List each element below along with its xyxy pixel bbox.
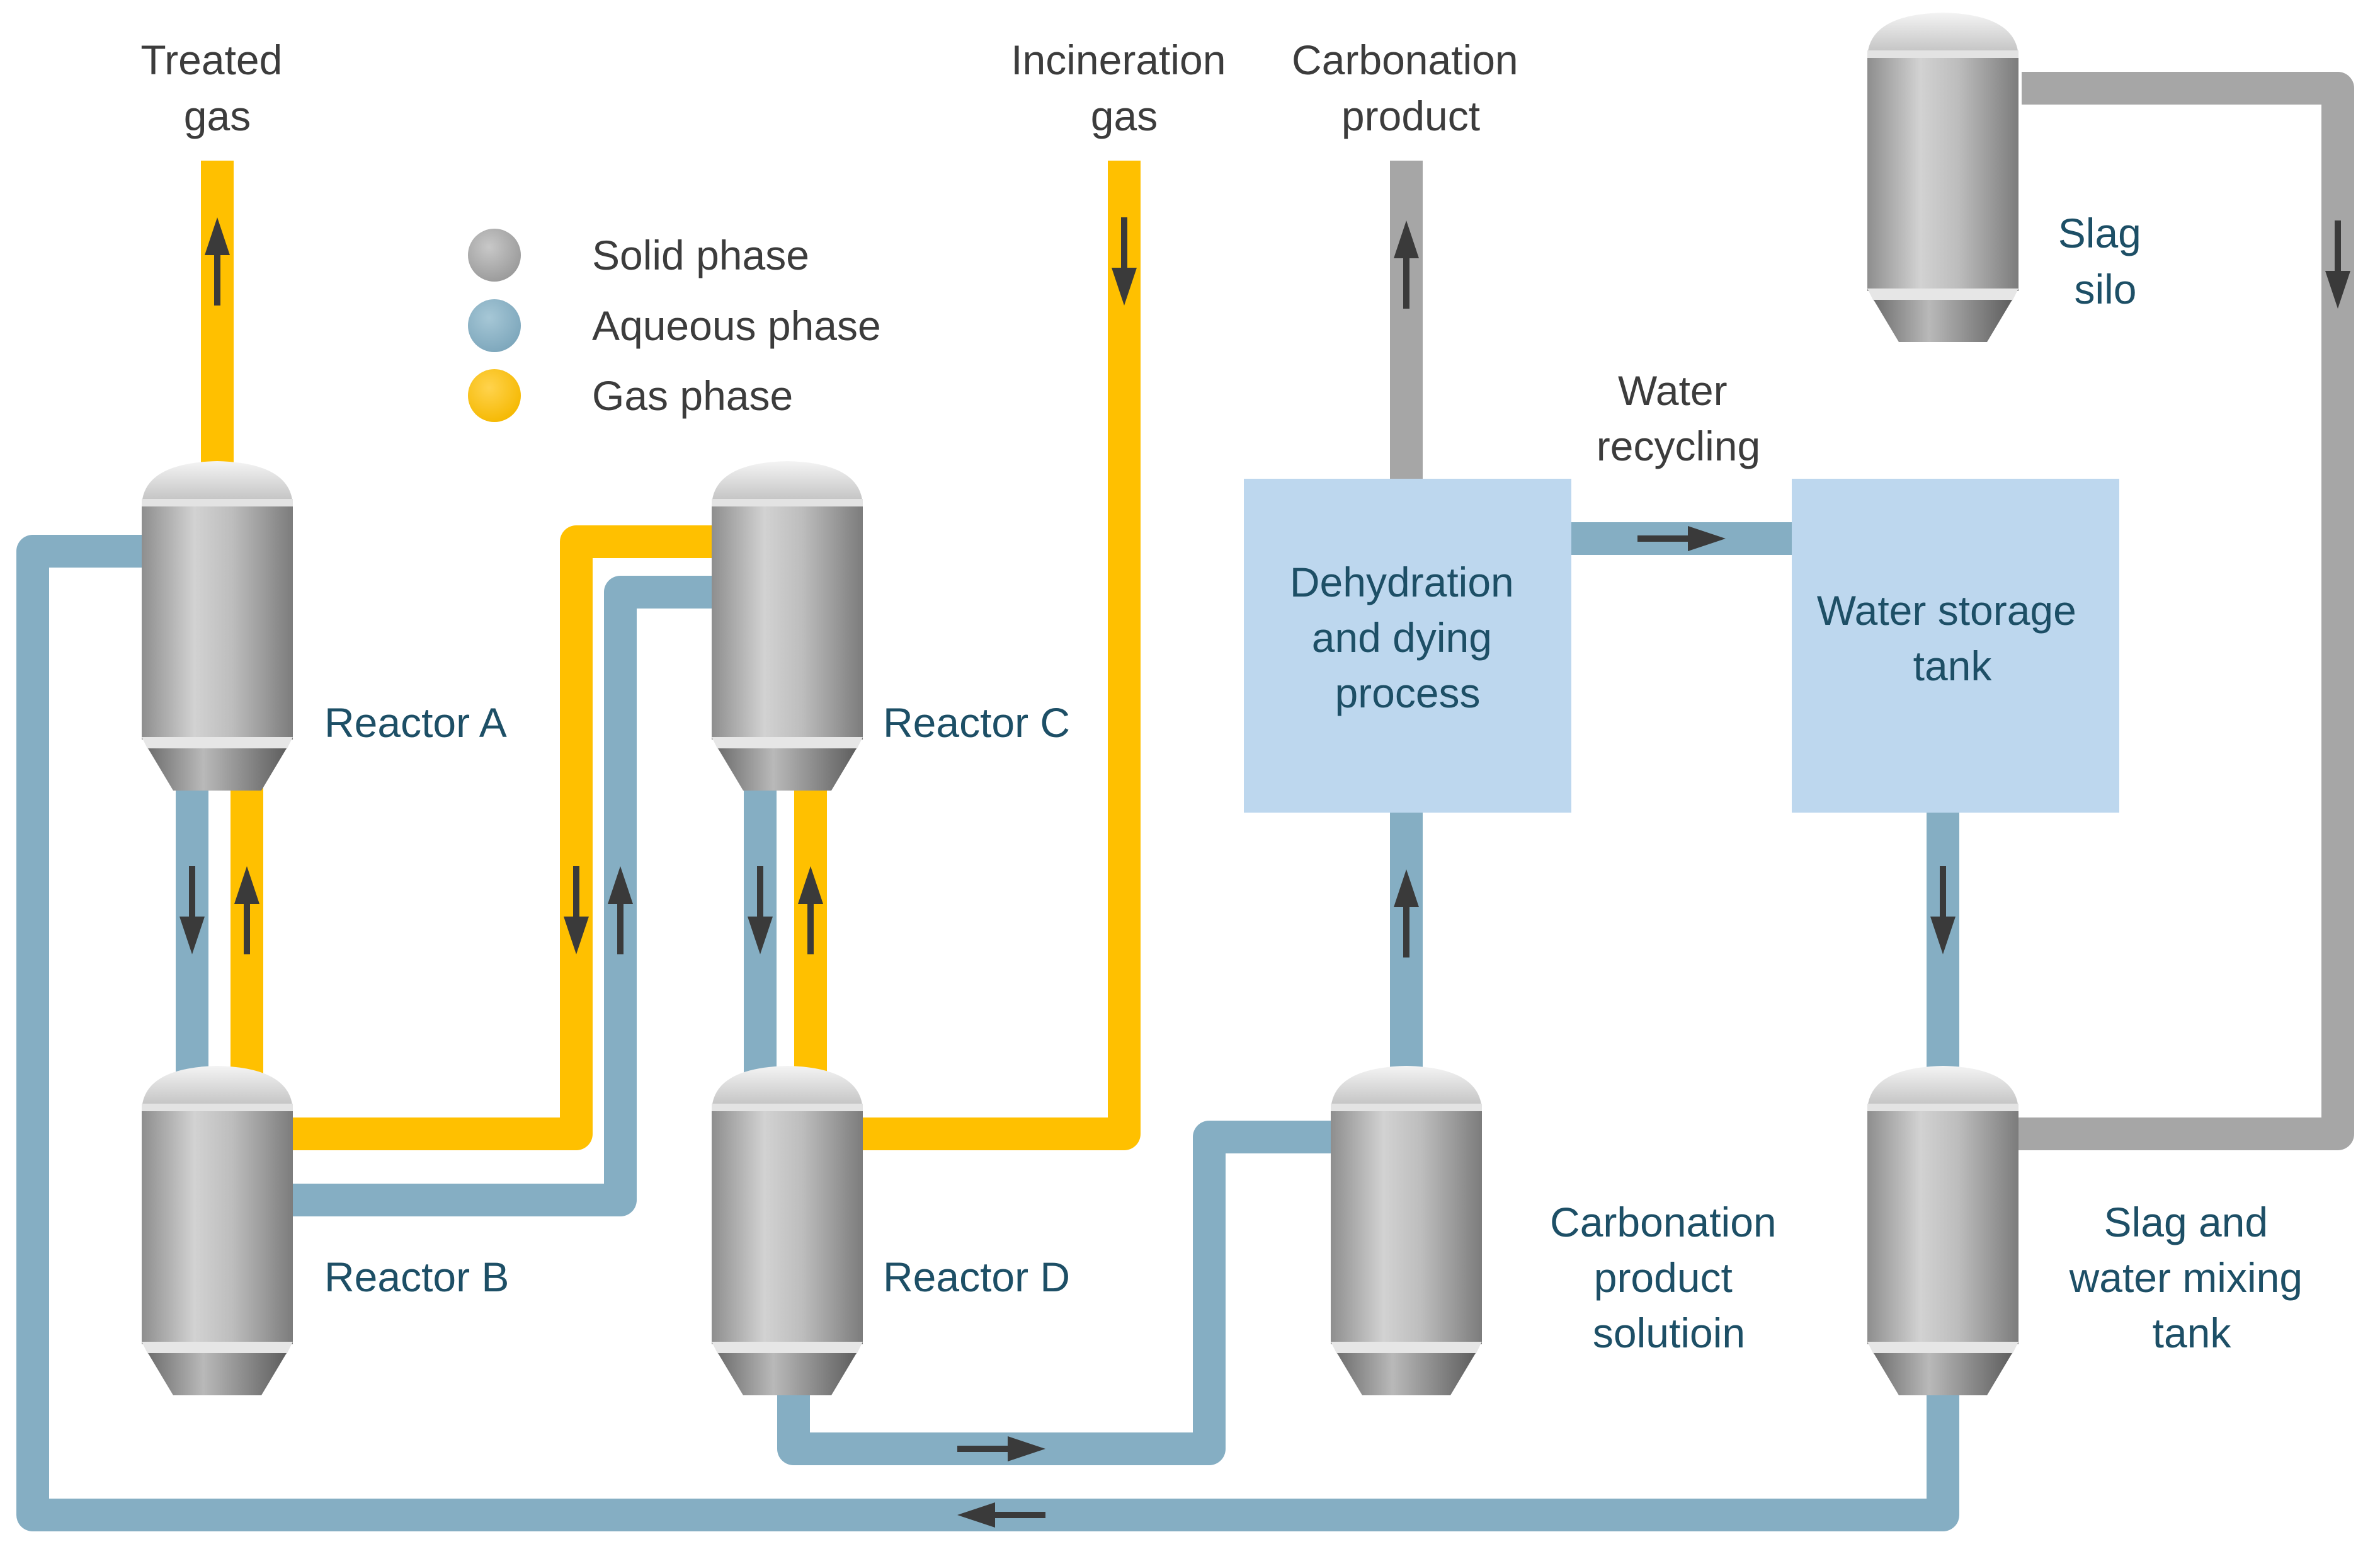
legend-aqueous-dot — [468, 299, 521, 352]
treated-gas-label: Treated gas — [140, 37, 293, 139]
dehydration-box-label: Dehydration and dying process — [1290, 559, 1525, 716]
solid-pipe-slag-silo — [2018, 72, 2354, 1150]
reactor-d-label: Reactor D — [883, 1254, 1070, 1300]
carbonation-product-label: Carbonation product — [1292, 37, 1530, 139]
dehydration-box — [1244, 479, 1571, 813]
reactor-b-vessel — [142, 1066, 293, 1395]
reactor-d-vessel — [712, 1066, 863, 1395]
water-recycling-label: Water recycling — [1597, 367, 1760, 469]
aqueous-pipe-return-loop — [16, 535, 1959, 1531]
reactor-b-label: Reactor B — [324, 1254, 509, 1300]
reactor-a-vessel — [142, 461, 293, 791]
mixing-tank-label: Slag and water mixing tank — [2069, 1199, 2315, 1356]
incineration-gas-label: Incineration gas — [1011, 37, 1238, 139]
water-storage-box — [1792, 479, 2119, 813]
mixing-tank-vessel — [1867, 1066, 2018, 1395]
legend-gas-dot — [468, 369, 521, 422]
legend-gas-label: Gas phase — [592, 372, 793, 419]
reactor-c-label: Reactor C — [883, 699, 1070, 746]
water-storage-box-label: Water storage tank — [1817, 587, 2088, 689]
legend-solid-dot — [468, 229, 521, 282]
slag-silo-label: Slag silo — [2058, 210, 2153, 312]
gas-pipe-incineration-gas — [863, 161, 1141, 1150]
carbonation-solution-vessel — [1331, 1066, 1482, 1395]
aqueous-pipe-reactor-b-c — [290, 576, 715, 1216]
legend-aqueous-label: Aqueous phase — [592, 302, 881, 349]
slag-silo-vessel — [1867, 13, 2018, 342]
reactor-a-label: Reactor A — [324, 699, 507, 746]
carbonation-solution-label: Carbonation product solutioin — [1550, 1199, 1788, 1356]
reactor-c-vessel — [712, 461, 863, 791]
aqueous-pipe-reactor-d-carbonation — [777, 1121, 1338, 1465]
gas-pipe-reactor-b-c — [290, 525, 715, 1150]
legend: Solid phase Aqueous phase Gas phase — [468, 229, 881, 422]
legend-solid-label: Solid phase — [592, 232, 809, 278]
